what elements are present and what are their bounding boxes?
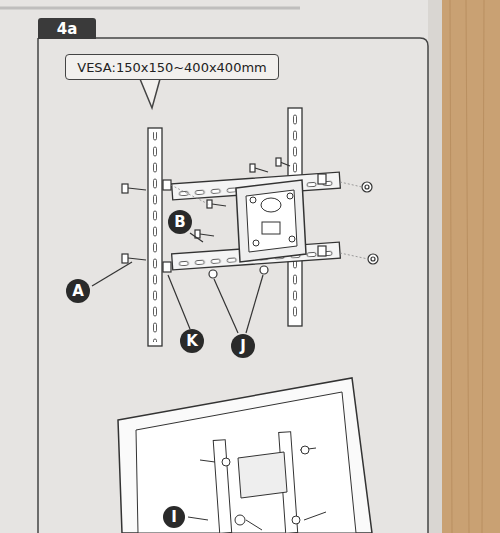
label-text: I <box>171 508 177 526</box>
callout-letter: B <box>168 210 192 234</box>
label-text: K <box>186 332 198 350</box>
label-text: VESA:150x150~400x400mm <box>77 60 267 75</box>
label-text: A <box>72 282 84 300</box>
vesa-callout: VESA:150x150~400x400mm <box>65 54 279 80</box>
label-text: B <box>174 213 185 231</box>
callout-letter: K <box>180 329 204 353</box>
callout-letter: J <box>231 334 255 358</box>
callout-letter: A <box>66 279 90 303</box>
step-tab: 4a <box>38 18 96 39</box>
callout-letter: I <box>163 506 185 528</box>
label-text: J <box>240 337 246 355</box>
label-text: 4a <box>57 20 78 38</box>
